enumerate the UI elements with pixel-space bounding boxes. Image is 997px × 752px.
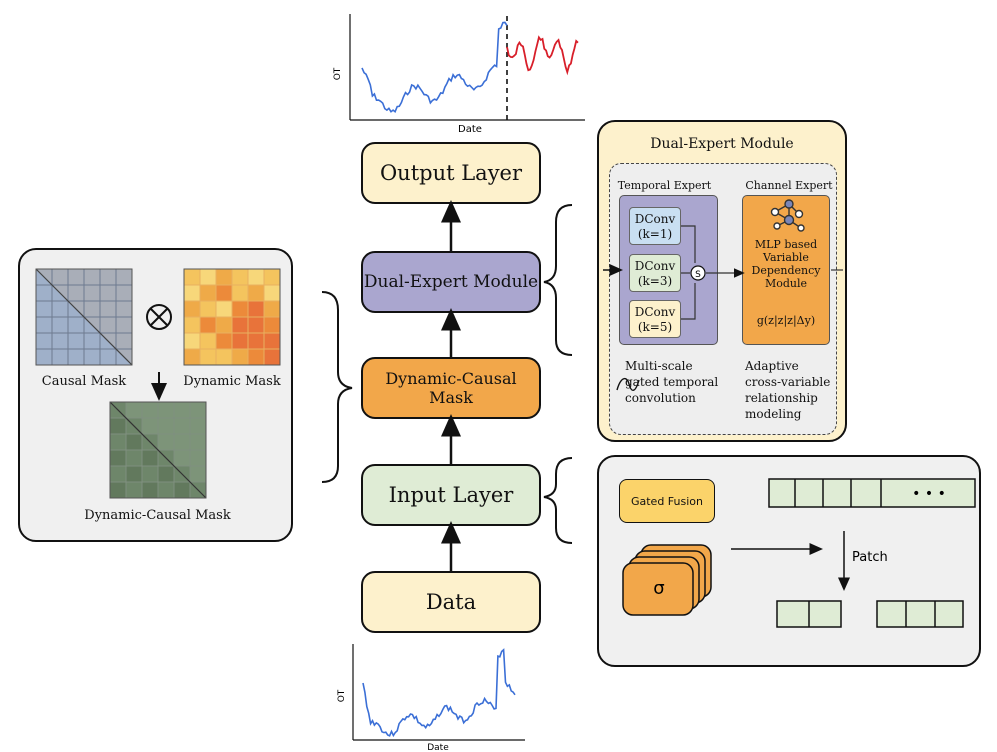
mask-brace	[321, 291, 353, 483]
wave-icon	[616, 377, 640, 391]
dual-expert-panel: Dual-Expert Module Temporal Expert Chann…	[597, 120, 847, 442]
output-layer-box: Output Layer	[361, 142, 541, 204]
patch-large	[876, 600, 964, 628]
input-layer-label: Input Layer	[388, 483, 514, 507]
input-layer-box: Input Layer	[361, 464, 541, 526]
patch-small	[776, 600, 842, 628]
temporal-description: Multi-scale gated temporal convolution	[625, 359, 719, 405]
bottom-chart-xlabel: Date	[427, 743, 449, 752]
token-strip	[768, 478, 976, 508]
dconv-k5: DConv(k=5)	[629, 300, 681, 338]
token-ellipsis: • • •	[912, 486, 946, 502]
temporal-expert-title: Temporal Expert	[617, 179, 712, 192]
expert-brace	[543, 204, 573, 356]
data-box: Data	[361, 571, 541, 633]
forecast-series	[506, 35, 579, 76]
dynamic-mask-label: Dynamic Mask	[183, 374, 281, 389]
graph-network-icon	[770, 199, 805, 232]
dynamic-causal-mask-label: Dynamic-Causal Mask	[385, 369, 517, 407]
sum-node: S	[690, 265, 706, 281]
input-brace	[543, 457, 573, 544]
channel-description: Adaptive cross-variable relationship mod…	[745, 359, 831, 421]
mask-illustration	[35, 268, 281, 499]
dual-expert-label: Dual-Expert Module	[363, 272, 539, 292]
dconv-k3: DConv(k=3)	[629, 254, 681, 292]
history-series	[361, 21, 508, 113]
output-layer-label: Output Layer	[379, 161, 523, 185]
sigma-symbol: σ	[653, 578, 664, 599]
gated-fusion-box: Gated Fusion	[619, 479, 715, 523]
dynamic-mask-grid	[183, 268, 281, 366]
input-series	[362, 648, 516, 738]
input-data-chart: OT Date	[337, 644, 525, 752]
input-layer-panel: Gated Fusion • • • σ Patch	[597, 455, 981, 667]
causal-mask-grid	[35, 268, 133, 366]
top-chart-ylabel: OT	[333, 67, 343, 80]
channel-expert-text: MLP based Variable Dependency Module	[751, 238, 821, 290]
causal-mask-label: Causal Mask	[41, 374, 127, 389]
patch-label: Patch	[852, 550, 888, 565]
forecast-chart: OT Date	[333, 14, 585, 135]
channel-formula: g(z|z|z|Δy)	[756, 314, 816, 327]
dynamic-causal-mask-caption: Dynamic-Causal Mask	[84, 508, 231, 523]
dual-expert-panel-title: Dual-Expert Module	[650, 136, 794, 152]
sigma-stack	[622, 544, 712, 616]
bottom-chart-ylabel: OT	[337, 689, 347, 702]
dconv-k1: DConv(k=1)	[629, 207, 681, 245]
channel-expert-title: Channel Expert	[745, 179, 833, 192]
data-label: Data	[425, 590, 477, 614]
top-chart-xlabel: Date	[458, 124, 482, 135]
circled-times-icon	[146, 304, 172, 330]
mask-panel: Causal Mask Dynamic Mask Dynamic-Causal …	[18, 248, 293, 542]
expert-connectors: S	[603, 199, 843, 391]
svg-text:S: S	[695, 270, 701, 280]
patch-illustration: • • • σ Patch	[622, 478, 976, 628]
dynamic-causal-mask-box: Dynamic-Causal Mask	[361, 357, 541, 419]
dynamic-causal-mask-grid	[109, 401, 207, 499]
